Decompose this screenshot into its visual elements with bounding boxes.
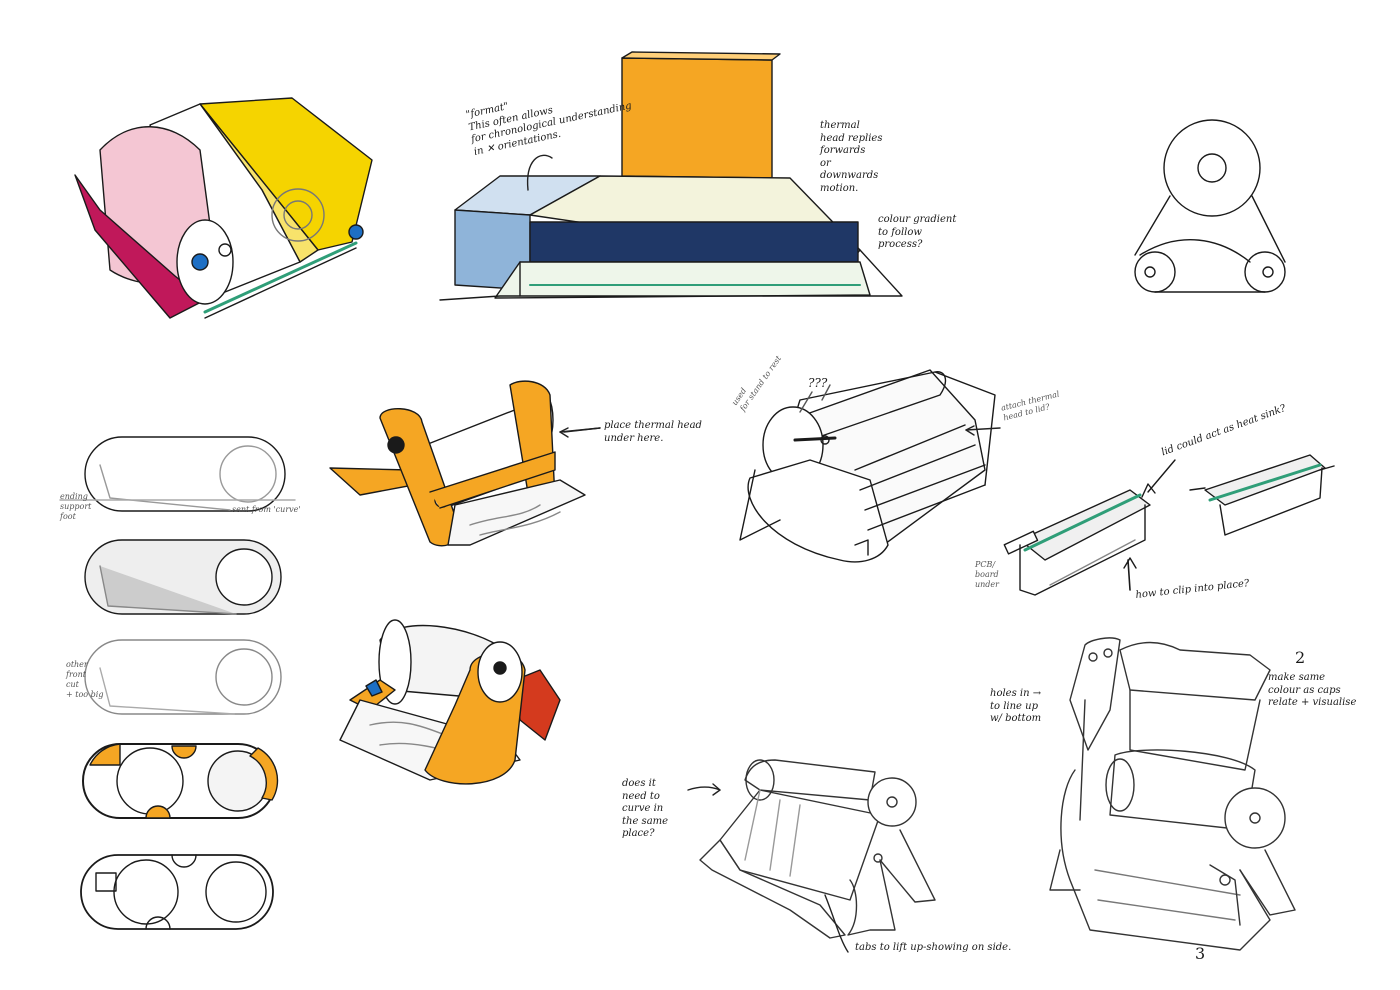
- roller-clip-parts: [1003, 454, 1335, 596]
- printer-sketch-layers: [439, 51, 903, 301]
- large-pencil-stand-sketch: [1049, 637, 1296, 951]
- note-number-2: 2: [1295, 648, 1306, 667]
- note-pcb-board: PCB/ board under: [975, 560, 999, 589]
- annotation-arrows: [526, 154, 1001, 953]
- note-question-marks: ???: [808, 376, 828, 390]
- roller-stand-yellow: [329, 380, 601, 547]
- profile-variant-1: [59, 436, 296, 512]
- profile-variant-4-colored: [82, 743, 279, 819]
- roller-stand-grey: [739, 369, 996, 563]
- profile-variant-3: [84, 639, 282, 715]
- note-make-same-colour: make same colour as caps relate + visual…: [1268, 672, 1357, 708]
- note-number-3: 3: [1195, 944, 1206, 963]
- note-tabs-to-lift: tabs to lift up-showing on side.: [855, 942, 1012, 953]
- note-does-it-need: does it need to curve in the same place?: [622, 778, 669, 839]
- pencil-stand-sketch: [699, 759, 936, 939]
- printer-sketch-colored: [74, 97, 373, 319]
- note-margin-1: ending support foot: [60, 492, 92, 521]
- note-place-thermal-head: place thermal head under here.: [604, 420, 702, 444]
- note-margin-3: other front cut + too big: [66, 660, 104, 699]
- note-margin-2: sent from 'curve': [232, 505, 301, 514]
- note-holes-in: holes in → to line up w/ bottom: [990, 688, 1042, 724]
- note-thermal-head: thermal head replies forwards or downwar…: [820, 120, 883, 194]
- profile-variant-2: [84, 539, 282, 615]
- roller-stand-red: [339, 619, 561, 785]
- profile-variant-5: [80, 854, 274, 930]
- note-colour-gradient: colour gradient to follow process?: [878, 214, 957, 250]
- roller-belt-diagram: [1134, 119, 1286, 293]
